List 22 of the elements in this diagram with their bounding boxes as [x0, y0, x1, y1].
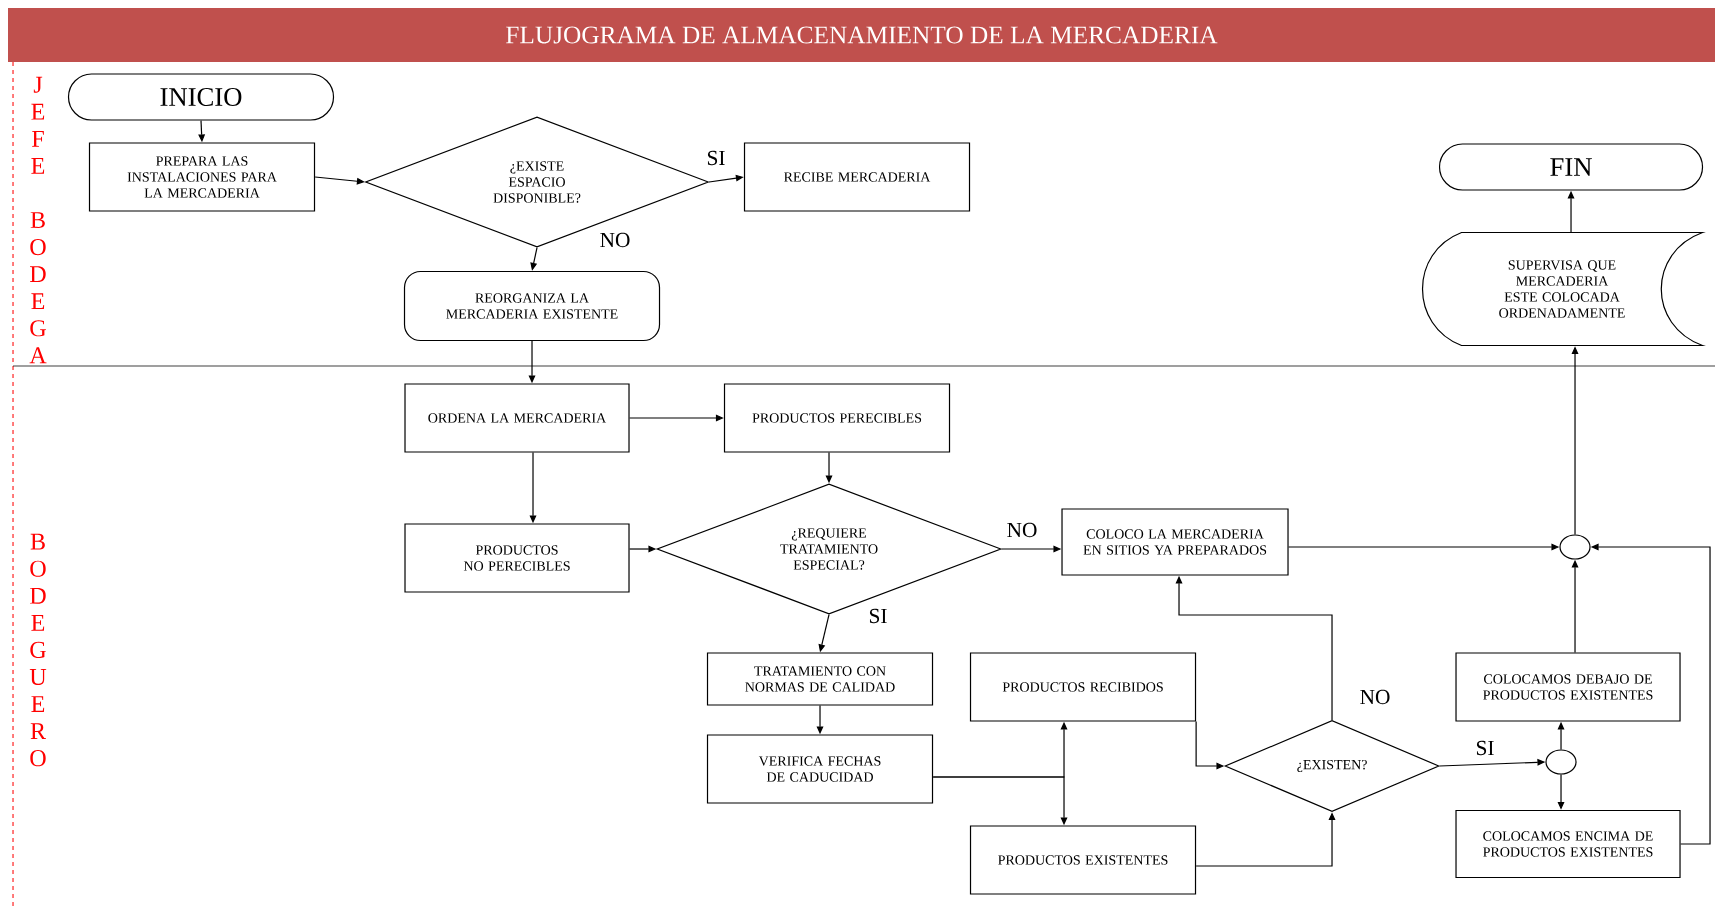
connector-circle	[1559, 534, 1591, 560]
process-box: TRATAMIENTO CON NORMAS DE CALIDAD	[706, 652, 934, 706]
connector-circle	[1545, 749, 1577, 775]
edge-label: NO	[1005, 521, 1039, 539]
edge-label: NO	[598, 231, 632, 249]
lane-label: BODEGUERO	[29, 533, 47, 767]
process-box: COLOCO LA MERCADERIA EN SITIOS YA PREPARADOS	[1061, 508, 1289, 576]
process-box: RECIBE MERCADERIA	[743, 142, 971, 212]
edge-label: SI	[1474, 739, 1496, 757]
lane-label: JEFE BODEGA	[29, 76, 47, 364]
process-box: PRODUCTOS PERECIBLES	[723, 383, 951, 453]
process-box: VERIFICA FECHAS DE CADUCIDAD	[706, 734, 934, 804]
rounded-box: REORGANIZA LA MERCADERIA EXISTENTE	[403, 270, 661, 342]
edge-label: NO	[1358, 688, 1392, 706]
title-banner: FLUJOGRAMA DE ALMACENAMIENTO DE LA MERCADERIA	[8, 8, 1715, 62]
process-box: PRODUCTOS EXISTENTES	[969, 825, 1197, 895]
process-box: PRODUCTOS NO PERECIBLES	[404, 523, 630, 593]
process-box: PREPARA LAS INSTALACIONES PARA LA MERCADERIA	[88, 142, 316, 212]
process-box: COLOCAMOS DEBAJO DE PRODUCTOS EXISTENTES	[1455, 652, 1681, 722]
process-box: ORDENA LA MERCADERIA	[404, 383, 630, 453]
process-box: PRODUCTOS RECIBIDOS	[969, 652, 1197, 722]
process-box: COLOCAMOS ENCIMA DE PRODUCTOS EXISTENTES	[1455, 809, 1681, 879]
